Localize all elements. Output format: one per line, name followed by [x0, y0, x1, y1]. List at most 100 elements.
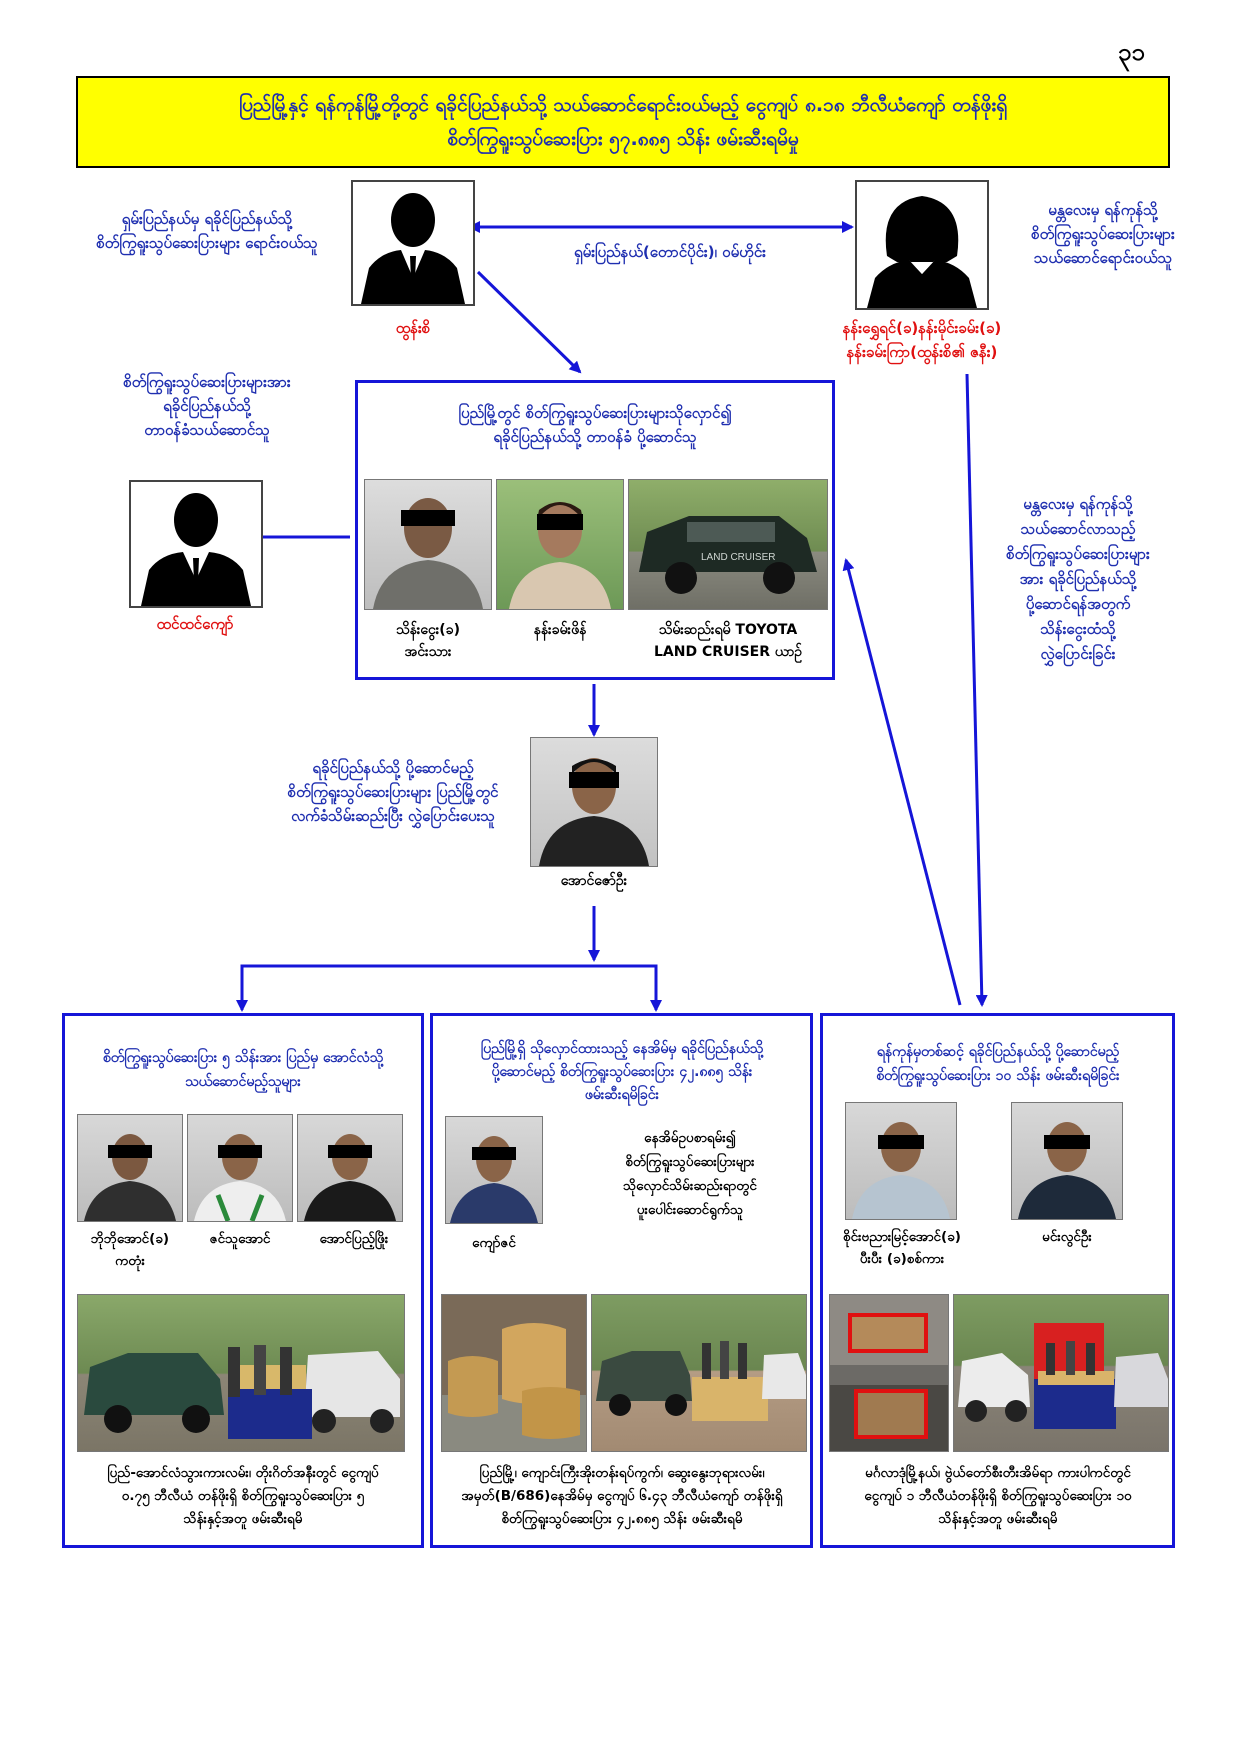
box1-name-3: အောင်ပြည့်ဖြိုး [319, 1231, 389, 1247]
box1-name-2: ဇင်သူအောင် [209, 1231, 271, 1247]
photo-box3-car-trunk [829, 1294, 949, 1452]
title-banner: ပြည်မြို့နှင့် ရန်ကုန်မြို့တို့တွင် ရခို… [76, 76, 1170, 168]
title-line: ပြည်မြို့ရှိ သိုလှောင်ထားသည့် နေအိမ်မှ ရ… [480, 1041, 764, 1057]
packages-icon [442, 1323, 586, 1451]
mugshot-icon [539, 758, 649, 866]
arrow-to-center [476, 270, 582, 374]
title-line: ဖမ်းဆီးရမိခြင်း [584, 1087, 660, 1103]
desc-line: သိန်းငွေးထံသို့ [1040, 620, 1116, 638]
name-aung-zaw-oo: အောင်ဇော်ဦး [560, 873, 628, 889]
desc-line: နေအိမ်ဥပစာရမ်း၍ [644, 1130, 736, 1146]
title-line: ရခိုင်ပြည်နယ်သို့ တာဝန်ခံ ပို့ဆောင်သူ [493, 428, 697, 446]
cap-line: သိမ်းဆည်းရမိ TOYOTA [658, 622, 798, 638]
bottom-box-1: စိတ်ကြွရူးသွပ်ဆေးပြား ၅ သိန်းအား ပြည်မှ … [62, 1013, 424, 1548]
person-silhouette-man [351, 180, 475, 306]
title-line: ပို့ဆောင်မည့် စိတ်ကြွရူးသွပ်ဆေးပြား ၄၂.၈… [491, 1064, 753, 1080]
desc-line: စိတ်ကြွရူးသွပ်ဆေးပြားများ ပြည်မြို့တွင် [287, 783, 499, 801]
transporter-silhouette [129, 480, 263, 608]
photo-box2-seizure [591, 1294, 807, 1452]
desc-line: စိတ်ကြွရူးသွပ်ဆေးပြားများအား [123, 373, 291, 391]
cap-line: စိတ်ကြွရူးသွပ်ဆေးပြား ၄၂.၈၈၅ သိန်း ဖမ်းဆ… [501, 1511, 743, 1527]
name-htin-htin-kyaw: ထင်ထင်ကျော် [156, 615, 234, 633]
man-icon [141, 493, 251, 606]
right-seller-description: မန္တလေးမှ ရန်ကုန်သို့ စိတ်ကြွရူးသွပ်ဆေးပ… [1003, 198, 1203, 270]
desc-line: အား ရခိုင်ပြည်နယ်သို့ [1019, 570, 1137, 588]
box3-title: ရန်ကုန်မှတစ်ဆင့် ရခိုင်ပြည်နယ်သို့ ပို့ဆ… [827, 1040, 1169, 1088]
car-icon: LAND CRUISER [639, 516, 817, 594]
arrow-back-up [842, 558, 962, 1006]
title-line-2: စိတ်ကြွရူးသွပ်ဆေးပြား ၅၇.၈၈၅ သိန်း ဖမ်းဆ… [447, 128, 799, 150]
caption-thein-ngwe: သိန်းငွေး(ခ) အင်းသား [364, 619, 492, 663]
photo-zin-thu-aung [187, 1114, 293, 1222]
photo-box2-packages [441, 1294, 587, 1452]
photo-box3-seizure [953, 1294, 1169, 1452]
desc-line: လွှဲပြောင်းခြင်း [1040, 645, 1116, 663]
desc-line: လက်ခံသိမ်းဆည်းပြီး လွှဲပြောင်းပေးသူ [291, 807, 495, 825]
name-line: နန်းခမ်းကြာ(ထွန်းစိ၏ ဇနီး) [846, 343, 998, 361]
photo-land-cruiser: LAND CRUISER [628, 479, 828, 610]
mugshot-icon [373, 498, 483, 609]
desc-line: စိတ်ကြွရူးသွပ်ဆေးပြားများ [625, 1154, 755, 1170]
box3-name-1: စိုင်းဗညားမြင့်အောင်(ခ) ပီးပီး (ခ)စစ်ကား [827, 1226, 977, 1270]
desc-line: မန္တလေးမှ ရန်ကုန်သို့ [1023, 495, 1133, 513]
caption-nang-kham-hpein: နန်းခမ်းဖိန် [533, 622, 587, 638]
receiver-description: ရခိုင်ပြည်နယ်သို့ ပို့ဆောင်မည့် စိတ်ကြွရ… [248, 756, 538, 828]
woman-icon [867, 196, 977, 308]
name-tun-si: ထွန်းစိ [395, 319, 431, 337]
cap-line: အင်းသား [404, 644, 452, 660]
box1-name-1: ဘိုဘိုအောင်(ခ) ကတုံး [69, 1228, 191, 1272]
cap-line: ပီးပီး (ခ)စစ်ကား [859, 1251, 945, 1267]
desc-line: ရခိုင်ပြည်နယ်သို့ ပို့ဆောင်မည့် [312, 759, 474, 777]
desc-line: သိုလှောင်သိမ်းဆည်းရာတွင် [623, 1178, 757, 1194]
car-trunk-icon [830, 1295, 948, 1451]
mugshot-icon [852, 1122, 950, 1219]
mugshot-icon [1018, 1122, 1116, 1219]
bottom-box-2: ပြည်မြို့ရှိ သိုလှောင်ထားသည့် နေအိမ်မှ ရ… [430, 1013, 813, 1548]
box2-name: ကျော်ဇင် [472, 1235, 516, 1251]
page-number: ၃၁ [1118, 38, 1145, 66]
title-line: ရန်ကုန်မှတစ်ဆင့် ရခိုင်ပြည်နယ်သို့ ပို့ဆ… [876, 1044, 1120, 1060]
photo-min-lwin-oo [1011, 1102, 1123, 1220]
photo-aung-zaw-oo [530, 737, 658, 867]
cap-line: ဘိုဘိုအောင်(ခ) [90, 1231, 170, 1247]
cap-line: စိုင်းဗညားမြင့်အောင်(ခ) [843, 1229, 961, 1245]
desc-line: ရှမ်းပြည်နယ်မှ ရခိုင်ပြည်နယ်သို့ [121, 210, 293, 228]
seizure-scene-icon [596, 1341, 806, 1421]
cap-line: သိန်းနှင့်အတူ ဖမ်းဆီးရမိ [183, 1511, 303, 1527]
cap-line: မင်္ဂလာဒုံမြို့နယ်၊ ဗွဲယ်တော်စီးတီးအိမ်ရ… [865, 1465, 1131, 1481]
photo-aung-pyae-phyo [297, 1114, 403, 1222]
name-line: နန်းရွှေရင်(ခ)နန်းမိုင်းခမ်း(ခ) [842, 319, 1002, 337]
desc-line: စိတ်ကြွရူးသွပ်ဆေးပြားများ [1031, 225, 1175, 243]
cap-line: ကတုံး [115, 1253, 145, 1269]
desc-line: ပို့ဆောင်ရန်အတွက် [1025, 595, 1131, 613]
person-silhouette-woman [855, 180, 989, 310]
center-warehouse-box: ပြည်မြို့တွင် စိတ်ကြွရူးသွပ်ဆေးပြားများသ… [355, 380, 835, 680]
desc-line: တာဝန်ခံသယ်ဆောင်သူ [144, 421, 270, 439]
desc-line: သယ်ဆောင်လာသည့် [1020, 520, 1136, 538]
bottom-box-3: ရန်ကုန်မှတစ်ဆင့် ရခိုင်ပြည်နယ်သို့ ပို့ဆ… [820, 1013, 1175, 1548]
center-box-title: ပြည်မြို့တွင် စိတ်ကြွရူးသွပ်ဆေးပြားများသ… [358, 401, 832, 449]
title-line: စိတ်ကြွရူးသွပ်ဆေးပြား ၅ သိန်းအား ပြည်မှ … [102, 1050, 384, 1066]
caption-vehicle: သိမ်းဆည်းရမိ TOYOTA LAND CRUISER ယာဉ် [628, 619, 828, 663]
title-line: စိတ်ကြွရူးသွပ်ဆေးပြား ၁၀ သိန်း ဖမ်းဆီးရမ… [876, 1068, 1120, 1084]
box2-description: နေအိမ်ဥပစာရမ်း၍ စိတ်ကြွရူးသွပ်ဆေးပြားမျာ… [583, 1126, 797, 1222]
cap-line: ငွေကျပ် ၁ ဘီလီယံတန်ဖိုးရှိ စိတ်ကြွရူးသွပ… [864, 1488, 1132, 1504]
box3-caption: မင်္ဂလာဒုံမြို့နယ်၊ ဗွဲယ်တော်စီးတီးအိမ်ရ… [827, 1462, 1169, 1531]
photo-thein-ngwe [364, 479, 492, 610]
name-wife: နန်းရွှေရင်(ခ)နန်းမိုင်းခမ်း(ခ) နန်းခမ်း… [800, 316, 1044, 364]
box1-caption: ပြည်-အောင်လံသွားကားလမ်း၊ တိုးဂိတ်အနီးတွင… [69, 1462, 417, 1531]
desc-line: စိတ်ကြွရူးသွပ်ဆေးပြားများ [1006, 545, 1150, 563]
title-line: သယ်ဆောင်မည့်သူများ [185, 1074, 301, 1090]
arrow-split-branch [240, 964, 662, 1012]
title-line-1: ပြည်မြို့နှင့် ရန်ကုန်မြို့တို့တွင် ရခို… [238, 94, 1008, 116]
photo-kyaw-zin [445, 1116, 543, 1224]
photo-bo-bo-aung [77, 1114, 183, 1222]
man-icon [361, 193, 465, 304]
cap-line: ပြည်မြို့၊ ကျောင်းကြီးအိုးတန်းရပ်ကွက်၊ ဆ… [479, 1465, 765, 1481]
desc-line: သယ်ဆောင်ရောင်းဝယ်သူ [1033, 249, 1173, 267]
desc-line: ပူးပေါင်းဆောင်ရွက်သူ [636, 1202, 744, 1218]
box3-name-2: မင်းလွင်ဦး [1042, 1229, 1092, 1245]
cap-line: ၀.၇၅ ဘီလီယံ တန်ဖိုးရှိ စိတ်ကြွရူးသွပ်ဆေး… [121, 1488, 365, 1504]
photo-sai-banya [845, 1102, 957, 1220]
box2-title: ပြည်မြို့ရှိ သိုလှောင်ထားသည့် နေအိမ်မှ ရ… [437, 1038, 807, 1107]
